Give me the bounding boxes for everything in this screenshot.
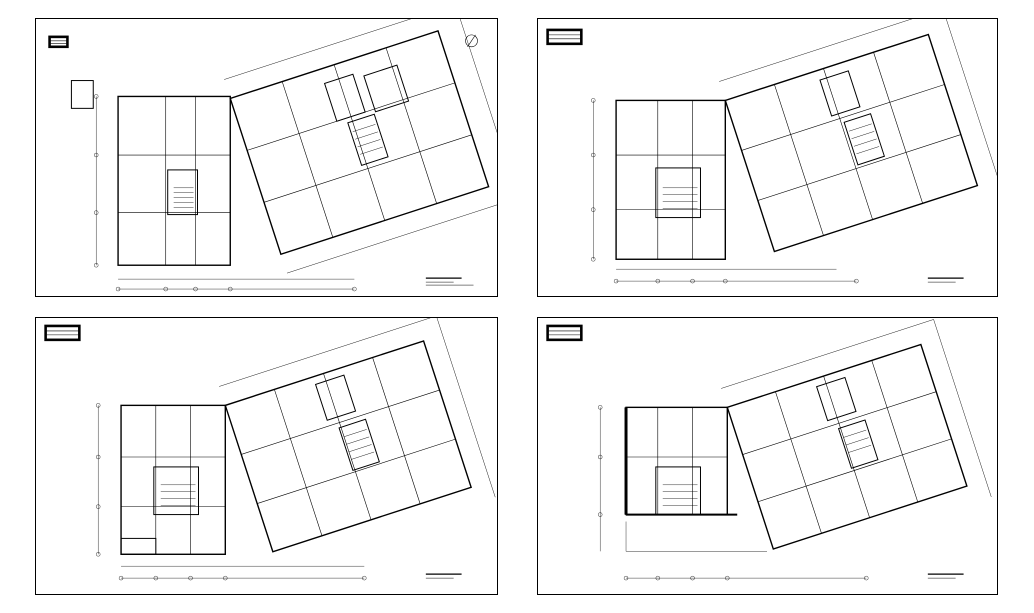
floor-plan-4 <box>546 319 992 581</box>
title-block-4 <box>927 573 964 579</box>
north-arrow-icon <box>465 34 478 48</box>
building-outline-wing <box>726 343 968 550</box>
building-outline-left <box>120 404 226 555</box>
title-block-3 <box>425 573 462 579</box>
title-block-1 <box>425 277 474 286</box>
building-outline-left <box>117 95 231 266</box>
drawing-sheet-4 <box>537 317 998 595</box>
floor-plan-3 <box>44 318 496 581</box>
floor-plan-2 <box>546 19 997 284</box>
floor-plan-1 <box>48 19 497 292</box>
building-outline-left <box>615 99 726 260</box>
drawing-sheet-1 <box>35 18 498 297</box>
title-block-2 <box>927 277 964 283</box>
building-outline-wing <box>724 33 979 253</box>
building-outline-wing <box>224 340 473 553</box>
drawing-sheet-2 <box>537 18 998 297</box>
drawing-sheet-3 <box>35 317 498 595</box>
